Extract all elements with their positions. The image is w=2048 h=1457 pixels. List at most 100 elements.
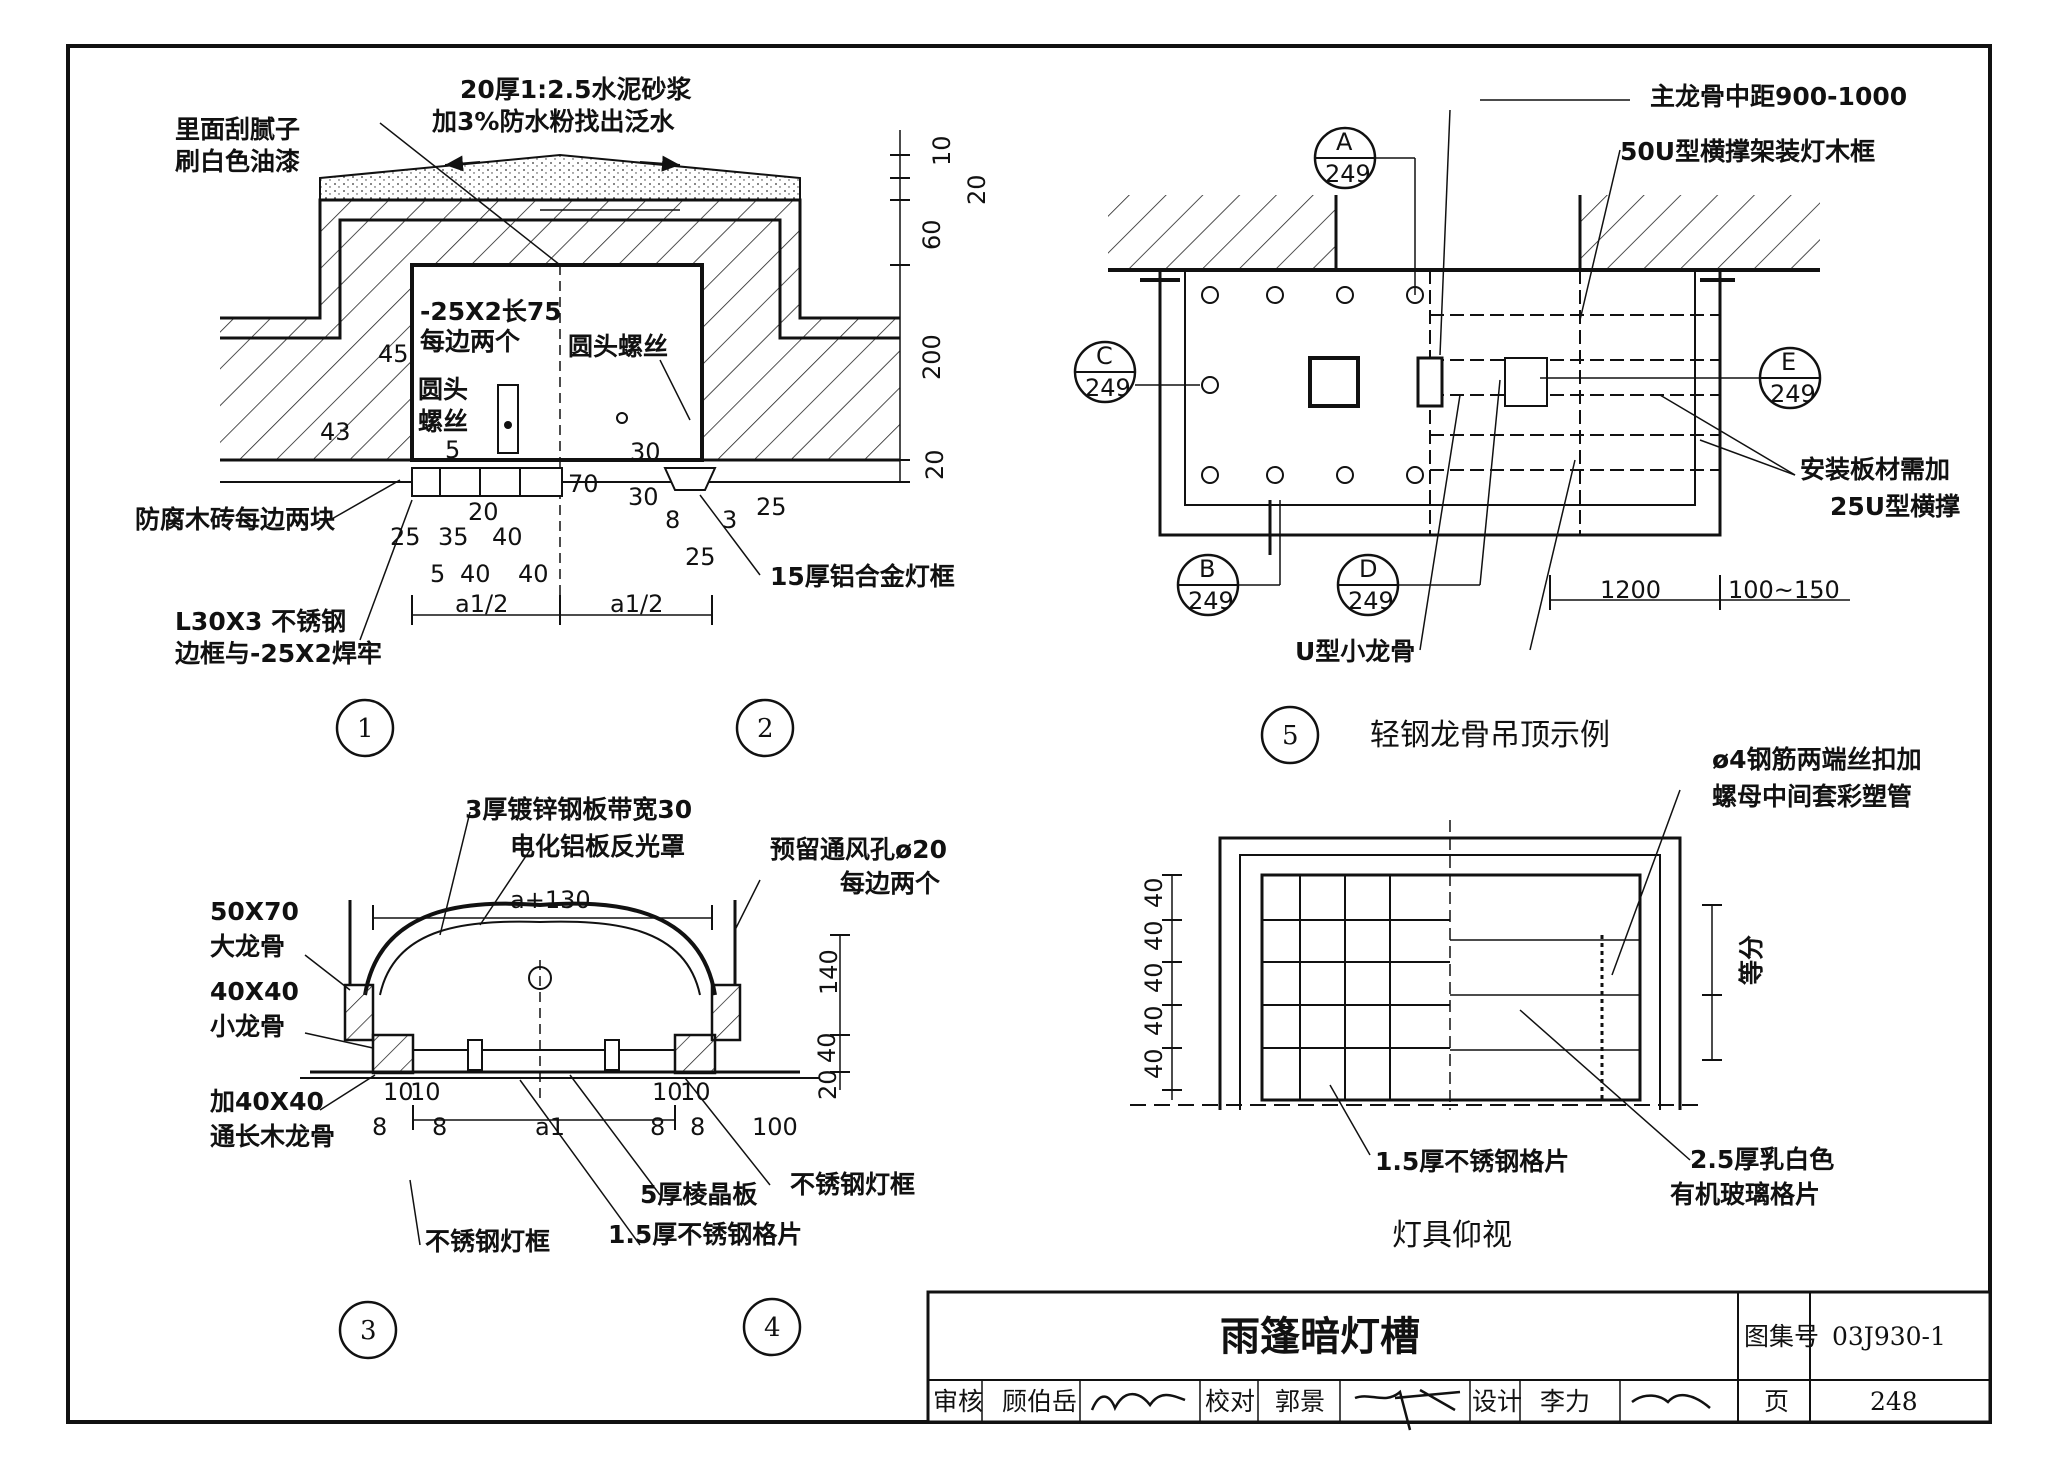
note-install-1: 安装板材需加: [1800, 455, 1950, 484]
atlas-number: 03J930-1: [1832, 1322, 1946, 1351]
dim-1200: 1200: [1600, 576, 1661, 604]
note-add-1: 加40X40: [209, 1087, 324, 1116]
detail-5: A 249 C 249 E 249 B 249: [1073, 82, 1960, 765]
dim-8c: 8: [650, 1113, 665, 1141]
dim-3: 3: [722, 506, 737, 534]
reflector: [363, 901, 717, 996]
callout-1-circle: [335, 698, 395, 758]
note-prism: 5厚棱晶板: [640, 1180, 757, 1209]
signature-reviewer: [1090, 1392, 1186, 1412]
note-vent-1: 预留通风孔ø20: [770, 835, 947, 864]
dim-left-3: 40: [1140, 962, 1168, 993]
ref-A-top: A: [1336, 128, 1353, 156]
dim-20c: 20: [468, 498, 499, 526]
caption-lamp-view: 灯具仰视: [1392, 1218, 1512, 1253]
lamp-view: ø4钢筋两端丝扣加 螺母中间套彩塑管 等分 40 40 40 40 40 1.5…: [1130, 745, 1922, 1253]
note-main-2: 大龙骨: [210, 932, 285, 961]
callout-1: 1: [357, 714, 374, 744]
dim-140: 140: [815, 949, 843, 995]
note-small-1: 40X40: [210, 977, 299, 1006]
checker-name: 郭景: [1275, 1387, 1325, 1416]
callout-3-circle: [338, 1300, 398, 1360]
check-label: 校对: [1205, 1387, 1255, 1416]
dim-60: 60: [918, 219, 946, 250]
note-add-2: 通长木龙骨: [210, 1122, 335, 1151]
light-box-1: [1308, 356, 1360, 408]
note-angle-2: 边框与-25X2焊牢: [175, 639, 382, 668]
dim-5: 5: [445, 436, 460, 464]
dim-a1: a1: [535, 1113, 565, 1141]
note-rod-2: 螺母中间套彩塑管: [1712, 782, 1912, 811]
note-mortar-1: 20厚1:2.5水泥砂浆: [460, 75, 691, 104]
callout-2-circle: [735, 698, 795, 758]
dim-10b: 10: [410, 1078, 441, 1106]
note-frame: 15厚铝合金灯框: [770, 562, 955, 591]
dim-30b: 30: [628, 483, 659, 511]
callout-3: 3: [360, 1316, 377, 1346]
note-angle-1: L30X3 不锈钢: [175, 607, 346, 636]
ref-E: E 249: [1540, 346, 1822, 410]
dim-45: 45: [378, 340, 409, 368]
note-small-2: 小龙骨: [210, 1012, 285, 1041]
dim-5b: 5: [430, 560, 445, 588]
note-main-spacing: 主龙骨中距900-1000: [1650, 82, 1907, 111]
ref-B: B 249: [1176, 500, 1281, 617]
callout-5-circle: [1260, 705, 1320, 765]
main-joist-left: [343, 983, 375, 1042]
small-joist-right: [673, 1033, 717, 1075]
note-screw-right: 圆头螺丝: [568, 332, 668, 361]
dim-8b: 8: [432, 1113, 447, 1141]
main-joist-right: [710, 983, 742, 1042]
title-block: 雨篷暗灯槽 图集号 03J930-1 页 248 审核 顾伯岳 校对 郭景 设计…: [926, 1290, 1992, 1431]
mortar-layer: [319, 153, 801, 201]
dim-left-4: 40: [1140, 1005, 1168, 1036]
dim-left-5: 40: [1140, 1048, 1168, 1079]
callout-4-circle: [742, 1297, 802, 1357]
ref-E-top: E: [1781, 348, 1796, 376]
dim-30a: 30: [630, 438, 661, 466]
signature-designer: [1631, 1393, 1711, 1409]
dim-25c: 25: [685, 543, 716, 571]
dim-left-1: 40: [1140, 877, 1168, 908]
dim-a130: a+130: [510, 886, 591, 914]
note-50u: 50U型横撑架装灯木框: [1620, 137, 1875, 166]
note-glass-2: 有机玻璃格片: [1670, 1180, 1820, 1209]
dim-40: 40: [813, 1032, 841, 1063]
note-putty-1: 里面刮腻子: [175, 115, 300, 144]
dim-20a: 20: [963, 174, 991, 205]
dim-20b: 20: [921, 449, 949, 480]
dim-20: 20: [814, 1069, 842, 1100]
grille-cells: [1262, 875, 1640, 1100]
note-grille: 1.5厚不锈钢格片: [608, 1220, 802, 1249]
ref-D-top: D: [1359, 555, 1377, 583]
dim-8a: 8: [372, 1113, 387, 1141]
ref-A-bottom: 249: [1325, 160, 1371, 188]
dim-10d: 10: [680, 1078, 711, 1106]
note-reflector: 电化铝板反光罩: [510, 832, 685, 861]
dim-8d: 8: [690, 1113, 705, 1141]
note-vent-2: 每边两个: [840, 869, 941, 898]
dim-equal: 等分: [1737, 935, 1766, 985]
dim-70: 70: [568, 470, 599, 498]
note-strap-1: -25X2长75: [420, 297, 562, 326]
dim-40a: 40: [492, 523, 523, 551]
callout-4: 4: [764, 1313, 781, 1343]
note-strip: 3厚镀锌钢板带宽30: [465, 795, 692, 824]
page-number: 248: [1870, 1387, 1918, 1416]
dim-8: 8: [665, 506, 680, 534]
signature-checker: [1354, 1388, 1461, 1431]
note-lamp-grille: 1.5厚不锈钢格片: [1375, 1147, 1569, 1176]
designer-name: 李力: [1540, 1387, 1590, 1416]
note-install-2: 25U型横撑: [1830, 492, 1960, 521]
dim-25b: 25: [390, 523, 421, 551]
dim-a1-half-left: a1/2: [455, 590, 508, 618]
small-joist-left: [371, 1033, 415, 1075]
dim-10: 10: [928, 135, 956, 166]
note-strap-2: 每边两个: [420, 327, 521, 356]
hanger-holes: [1201, 286, 1424, 484]
reviewer-name: 顾伯岳: [1002, 1387, 1077, 1416]
detail-1-2: 20厚1:2.5水泥砂浆 加3%防水粉找出泛水 里面刮腻子 刷白色油漆 -25X…: [135, 75, 991, 758]
note-u-small: U型小龙骨: [1295, 637, 1415, 666]
review-label: 审核: [933, 1387, 983, 1416]
callout-5: 5: [1282, 721, 1299, 751]
